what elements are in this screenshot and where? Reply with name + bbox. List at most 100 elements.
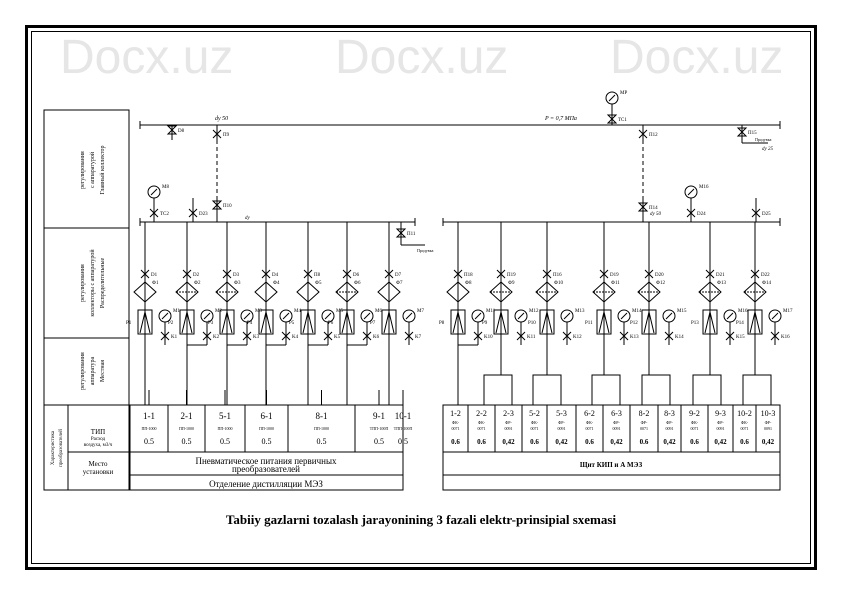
column-id: 9-3: [715, 409, 726, 418]
column-flow: 0.5: [182, 437, 192, 446]
column-id: 5-3: [556, 409, 567, 418]
valve-icon: [542, 269, 552, 279]
reducer-label: P5: [289, 321, 295, 326]
column-flow: 0.5: [220, 437, 230, 446]
column-type: ФР-: [558, 420, 565, 425]
place-label: Место: [89, 460, 108, 468]
flow-label: Расход: [91, 437, 106, 442]
outlet-valve-icon: [516, 331, 526, 341]
gauge-needle: [665, 312, 673, 320]
column-flow: 0,42: [714, 438, 727, 446]
filter-icon: [446, 281, 470, 303]
gauge-needle: [282, 312, 290, 320]
valve-icon: [750, 269, 760, 279]
column-type: ФК-: [478, 420, 486, 425]
valve-label: D20: [655, 273, 664, 278]
reducer-label: P4: [247, 321, 253, 326]
gauge-label: M11: [486, 309, 496, 314]
valve-label: K5: [334, 335, 341, 340]
column-type: ФР-: [505, 420, 512, 425]
valve-icon: [686, 208, 696, 218]
valve-label: D3: [233, 273, 240, 278]
valve-label: K4: [292, 335, 299, 340]
filter-label: Ф9: [508, 281, 515, 286]
gauge-label: M13: [575, 309, 585, 314]
reducer-label: P6: [328, 321, 334, 326]
valve-label: П15: [748, 131, 757, 136]
gauge-label: M12: [529, 309, 539, 314]
column-type: 0091: [613, 426, 621, 431]
reducer-cone: [452, 311, 464, 334]
drawing-frame-outer: [25, 25, 817, 570]
outlet-valve-icon: [242, 331, 252, 341]
column-flow: 0.6: [640, 438, 649, 446]
filter-label: Ф10: [554, 281, 563, 286]
valve-label: П10: [223, 204, 232, 209]
column-flow: 0.5: [144, 437, 154, 446]
column-flow: 0,42: [610, 438, 623, 446]
column-type: ПП-1000: [179, 426, 194, 431]
gauge-label: MP: [620, 91, 627, 96]
column-type: ФР-: [666, 420, 673, 425]
valve-icon: [261, 269, 271, 279]
gauge-label: M1: [173, 309, 180, 314]
inlet-valve-icon: [606, 114, 618, 124]
valve-icon: [303, 269, 313, 279]
column-type: 0091: [666, 426, 674, 431]
reducer-icon: [596, 309, 612, 335]
header-row3-text: аппаратура: [90, 356, 96, 385]
column-id: 2-2: [476, 409, 487, 418]
reducer-cone: [704, 311, 716, 334]
collector-label: dу: [245, 216, 251, 221]
column-flow: 0,42: [555, 438, 568, 446]
right-pipe-size: dу 50: [650, 212, 661, 217]
gauge-needle: [324, 312, 332, 320]
column-flow: 0.6: [585, 438, 594, 446]
junction-box: [641, 374, 671, 406]
valve-label: D6: [353, 273, 360, 278]
gauge-label: M17: [783, 309, 793, 314]
reducer-icon: [493, 309, 509, 335]
filter-label: Ф2: [194, 281, 201, 286]
valve-icon: [222, 269, 232, 279]
valve-label: K15: [736, 335, 745, 340]
outlet-valve-icon: [323, 331, 333, 341]
drain-valve-icon: [395, 228, 407, 238]
reducer-icon: [179, 309, 195, 335]
gauge-label: M14: [632, 309, 642, 314]
column-flow: 0.5: [398, 437, 408, 446]
valve-icon: [182, 269, 192, 279]
gauge-needle: [405, 312, 413, 320]
outlet-valve-icon: [202, 331, 212, 341]
filter-icon: [377, 281, 401, 303]
place-text: Пневматическое питания первичных: [195, 456, 337, 466]
column-id: 10-1: [395, 411, 412, 421]
filter-icon: [215, 281, 239, 303]
column-type: ТПП-100П: [394, 426, 413, 431]
reducer-cone: [139, 311, 151, 334]
place-text: Щит КИП и А МЭЗ: [580, 461, 643, 469]
reducer-cone: [643, 311, 655, 334]
reducer-label: P3: [208, 321, 214, 326]
valve-label: K13: [630, 335, 639, 340]
flow-label: воздуха, м3/ч: [84, 443, 113, 448]
column-type: ФР-: [613, 420, 620, 425]
gauge-label: M16: [738, 309, 748, 314]
outlet-valve-icon: [619, 331, 629, 341]
outlet-valve-icon: [725, 331, 735, 341]
valve-label: D22: [761, 273, 770, 278]
column-id: 8-2: [639, 409, 650, 418]
figure-caption: Tabiiy gazlarni tozalash jarayonining 3 …: [225, 512, 617, 527]
column-type: 0071: [640, 426, 648, 431]
header-row3-text: Местная: [100, 360, 106, 382]
filter-icon: [254, 281, 278, 303]
main-pipe-size: dу 50: [215, 116, 228, 122]
filter-label: Ф8: [465, 281, 472, 286]
gauge-label: M4: [294, 309, 301, 314]
column-type: ПП-1000: [314, 426, 329, 431]
valve-label: D2: [193, 273, 200, 278]
valve-label: D4: [272, 273, 279, 278]
valve-label: D25: [762, 212, 771, 217]
column-flow: 0.6: [740, 438, 749, 446]
valve-label: K11: [527, 335, 536, 340]
